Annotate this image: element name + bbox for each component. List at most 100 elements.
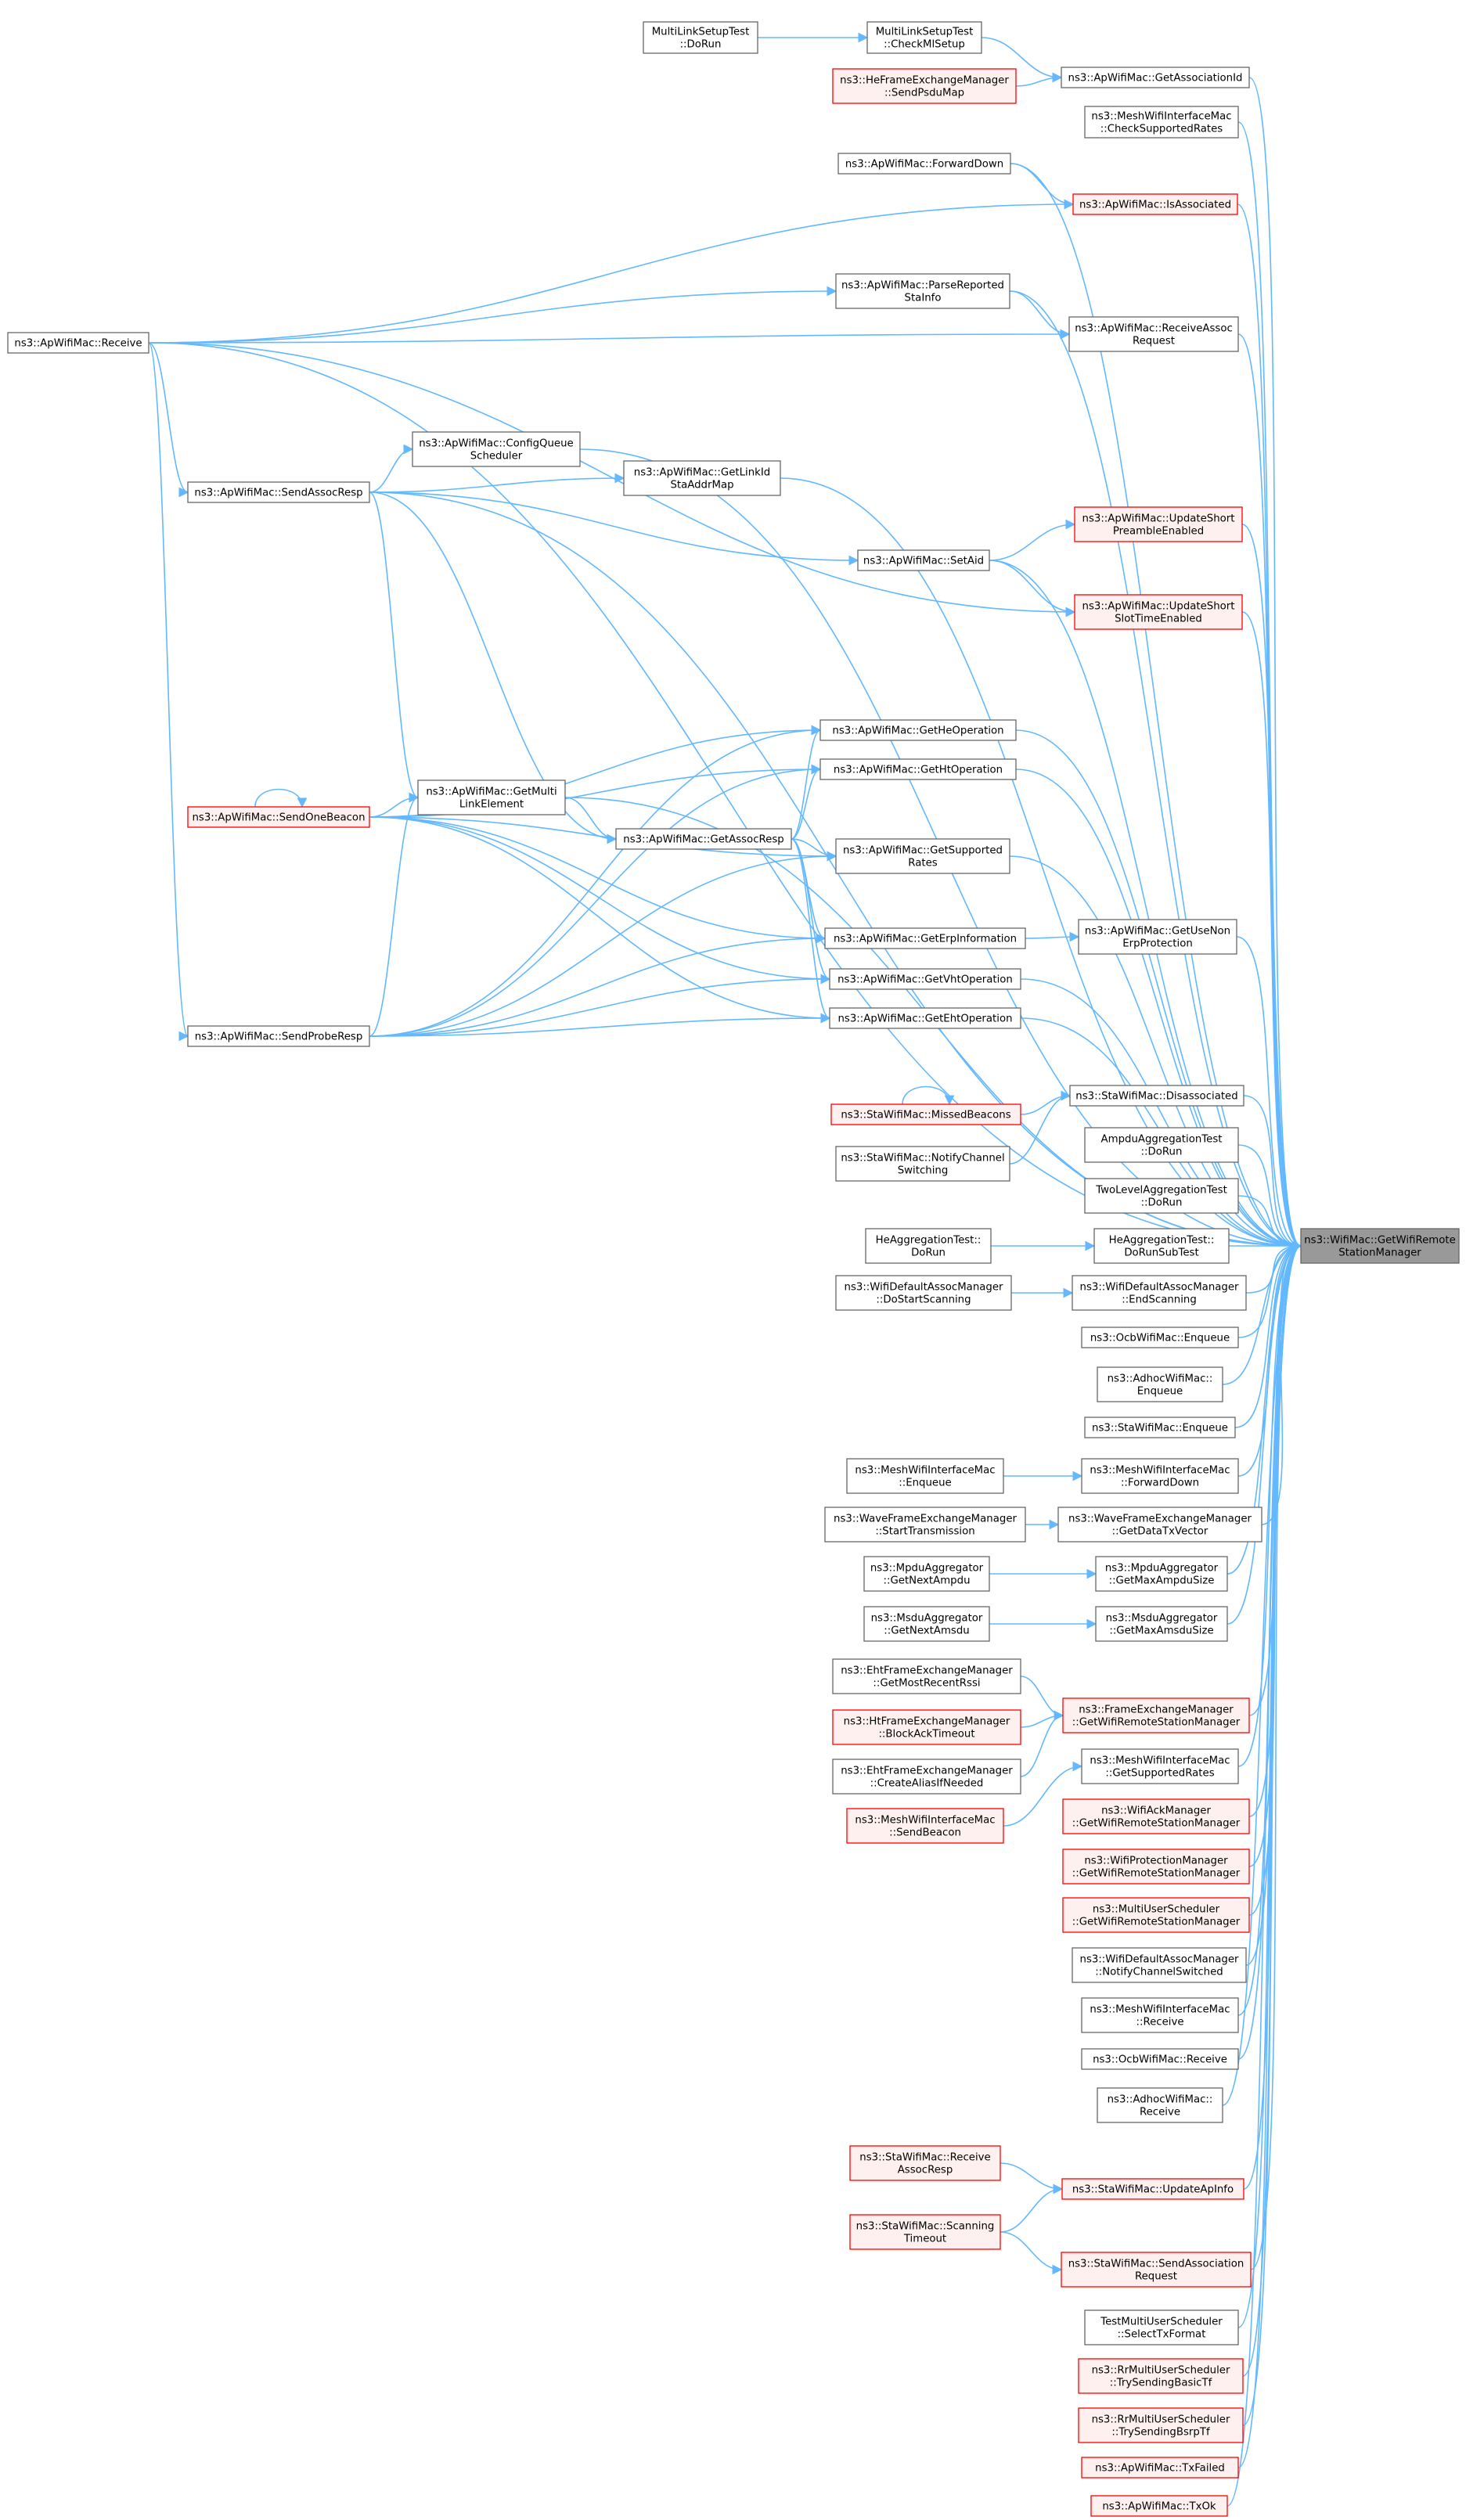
node-label: SlotTimeEnabled — [1115, 614, 1202, 625]
node-ap-getehtoperation[interactable]: ns3::ApWifiMac::GetEhtOperation — [829, 1007, 1021, 1029]
node-eht-createalias[interactable]: ns3::EhtFrameExchangeManager::CreateAlia… — [832, 1759, 1021, 1795]
node-label: ::GetMaxAmsduSize — [1109, 1625, 1213, 1637]
node-ocb-enqueue[interactable]: ns3::OcbWifiMac::Enqueue — [1081, 1327, 1239, 1348]
edge-ap_sendonebeacon-to-ap_geterpinfo — [369, 816, 827, 944]
node-ap-txok[interactable]: ns3::ApWifiMac::TxOk — [1090, 2495, 1228, 2517]
node-box — [837, 153, 1011, 175]
node-heagg-dorun[interactable]: HeAggregationTest::DoRun — [865, 1228, 992, 1264]
node-label: ns3::ApWifiMac::SendProbeResp — [195, 1031, 363, 1043]
node-msdu-getnext[interactable]: ns3::MsduAggregator::GetNextAmsdu — [863, 1606, 990, 1642]
edge-mesh_sendbeacon-to-mesh_getsupportedrates — [1003, 1761, 1083, 1827]
edge-sta_missedbeacons-to-sta_disassociated — [1020, 1090, 1072, 1115]
node-box — [1057, 1507, 1262, 1543]
node-sta-disassociated[interactable]: ns3::StaWifiMac::Disassociated — [1069, 1085, 1244, 1107]
node-twolevel-dorun[interactable]: TwoLevelAggregationTest::DoRun — [1084, 1178, 1239, 1214]
node-he-sendpsdumap[interactable]: ns3::HeFrameExchangeManager::SendPsduMap — [832, 68, 1017, 104]
node-fem-getwrsm[interactable]: ns3::FrameExchangeManager::GetWifiRemote… — [1062, 1697, 1250, 1733]
node-mesh-forwarddown[interactable]: ns3::MeshWifiInterfaceMac::ForwardDown — [1081, 1458, 1239, 1494]
node-mesh-enqueue[interactable]: ns3::MeshWifiInterfaceMac::Enqueue — [846, 1458, 1004, 1494]
node-label: Scheduler — [470, 451, 523, 463]
node-mpdu-getmax[interactable]: ns3::MpduAggregator::GetMaxAmpduSize — [1095, 1556, 1228, 1592]
node-rr-trysendingbasic[interactable]: ns3::RrMultiUserScheduler::TrySendingBas… — [1078, 2358, 1244, 2394]
edge-eht_createalias-to-fem_getwrsm — [1020, 1710, 1064, 1777]
node-ap-getassocresp[interactable]: ns3::ApWifiMac::GetAssocResp — [615, 828, 792, 850]
node-mpdu-getnext[interactable]: ns3::MpduAggregator::GetNextAmpdu — [863, 1556, 990, 1592]
node-mesh-receive[interactable]: ns3::MeshWifiInterfaceMac::Receive — [1081, 1997, 1239, 2033]
node-mesh-getsupportedrates[interactable]: ns3::MeshWifiInterfaceMac::GetSupportedR… — [1081, 1748, 1239, 1784]
node-adhoc-enqueue[interactable]: ns3::AdhocWifiMac::Enqueue — [1097, 1366, 1223, 1402]
node-wdam-endscanning[interactable]: ns3::WifiDefaultAssocManager::EndScannin… — [1072, 1275, 1247, 1311]
node-label: ns3::WaveFrameExchangeManager — [1068, 1514, 1252, 1525]
node-box — [830, 1103, 1021, 1125]
node-ack-getwrsm[interactable]: ns3::WifiAckManager::GetWifiRemoteStatio… — [1062, 1798, 1250, 1834]
node-sta-updateapinfo[interactable]: ns3::StaWifiMac::UpdateApInfo — [1061, 2178, 1244, 2200]
node-ap-getassociationid[interactable]: ns3::ApWifiMac::GetAssociationId — [1061, 67, 1250, 88]
node-root[interactable]: ns3::WifiMac::GetWifiRemoteStationManage… — [1300, 1228, 1460, 1264]
node-box — [1095, 1606, 1228, 1642]
node-rr-trysendingbsrp[interactable]: ns3::RrMultiUserScheduler::TrySendingBsr… — [1078, 2407, 1244, 2443]
node-label: ns3::StaWifiMac::UpdateApInfo — [1072, 2184, 1234, 2196]
node-ap-updateshortslot[interactable]: ns3::ApWifiMac::UpdateShortSlotTimeEnabl… — [1074, 594, 1243, 630]
node-box — [615, 828, 792, 850]
node-box — [1061, 2252, 1252, 2288]
node-ap-sendonebeacon[interactable]: ns3::ApWifiMac::SendOneBeacon — [187, 806, 370, 828]
node-multilink-dorun[interactable]: MultiLinkSetupTest::DoRun — [643, 21, 758, 54]
node-label: HeAggregationTest:: — [1109, 1235, 1215, 1247]
node-wave-getdatatx[interactable]: ns3::WaveFrameExchangeManager::GetDataTx… — [1057, 1507, 1262, 1543]
node-wave-starttx[interactable]: ns3::WaveFrameExchangeManager::StartTran… — [824, 1507, 1026, 1543]
node-box — [1084, 1178, 1239, 1214]
node-ap-isassociated[interactable]: ns3::ApWifiMac::IsAssociated — [1072, 193, 1238, 215]
node-label: ::DoRun — [1141, 1197, 1183, 1209]
node-ap-getheoperation[interactable]: ns3::ApWifiMac::GetHeOperation — [819, 719, 1017, 741]
node-sta-enqueue[interactable]: ns3::StaWifiMac::Enqueue — [1084, 1417, 1236, 1438]
node-multilink-checkml[interactable]: MultiLinkSetupTest::CheckMlSetup — [866, 21, 982, 54]
node-ap-receive[interactable]: ns3::ApWifiMac::Receive — [7, 332, 149, 354]
node-ampdu-dorun[interactable]: AmpduAggregationTest::DoRun — [1084, 1127, 1239, 1163]
node-prot-getwrsm[interactable]: ns3::WifiProtectionManager::GetWifiRemot… — [1062, 1849, 1250, 1885]
edge-ap_geterpinfo-to-ap_getusenonerp — [1025, 931, 1080, 942]
node-ap-txfailed[interactable]: ns3::ApWifiMac::TxFailed — [1081, 2457, 1239, 2479]
edge-eht_getmostrecentrssi-to-fem_getwrsm — [1020, 1676, 1064, 1721]
node-ht-blockacktimeout[interactable]: ns3::HtFrameExchangeManager::BlockAckTim… — [832, 1709, 1021, 1745]
node-ap-sendproberesp[interactable]: ns3::ApWifiMac::SendProbeResp — [187, 1025, 370, 1047]
node-eht-getmostrecentrssi[interactable]: ns3::EhtFrameExchangeManager::GetMostRec… — [832, 1658, 1021, 1694]
node-box — [832, 1658, 1021, 1694]
node-label: ns3::WaveFrameExchangeManager — [834, 1514, 1017, 1525]
node-ap-sendassocresp[interactable]: ns3::ApWifiMac::SendAssocResp — [187, 481, 370, 503]
node-mus-getwrsm[interactable]: ns3::MultiUserScheduler::GetWifiRemoteSt… — [1062, 1897, 1250, 1933]
node-label: ns3::ApWifiMac::TxFailed — [1095, 2463, 1225, 2475]
node-box — [1062, 1849, 1250, 1885]
node-ap-getsupportedrates[interactable]: ns3::ApWifiMac::GetSupportedRates — [835, 838, 1010, 874]
node-ap-setaid[interactable]: ns3::ApWifiMac::SetAid — [857, 549, 990, 571]
node-ap-gethtoperation[interactable]: ns3::ApWifiMac::GetHtOperation — [819, 758, 1017, 780]
node-wdam-notifychannel[interactable]: ns3::WifiDefaultAssocManager::NotifyChan… — [1072, 1947, 1247, 1983]
node-sta-missedbeacons[interactable]: ns3::StaWifiMac::MissedBeacons — [830, 1103, 1021, 1125]
node-mesh-checksupportedrates[interactable]: ns3::MeshWifiInterfaceMac::CheckSupporte… — [1084, 106, 1239, 139]
node-mesh-sendbeacon[interactable]: ns3::MeshWifiInterfaceMac::SendBeacon — [846, 1808, 1004, 1844]
node-ap-updateshortpreamble[interactable]: ns3::ApWifiMac::UpdateShortPreambleEnabl… — [1074, 506, 1243, 542]
node-box — [1084, 1127, 1239, 1163]
node-ap-geterpinfo[interactable]: ns3::ApWifiMac::GetErpInformation — [824, 927, 1026, 949]
node-wdam-dostartscanning[interactable]: ns3::WifiDefaultAssocManager::DoStartSca… — [835, 1275, 1012, 1311]
node-ocb-receive[interactable]: ns3::OcbWifiMac::Receive — [1081, 2048, 1239, 2070]
edge-ap_setaid-to-ap_updateshortslot — [989, 560, 1076, 617]
node-box — [187, 481, 370, 503]
node-label: ns3::ApWifiMac::GetEhtOperation — [837, 1013, 1012, 1025]
node-ap-forwarddown[interactable]: ns3::ApWifiMac::ForwardDown — [837, 153, 1011, 175]
node-testmus-selecttx[interactable]: TestMultiUserScheduler::SelectTxFormat — [1084, 2309, 1239, 2345]
node-heagg-dorunsub[interactable]: HeAggregationTest::DoRunSubTest — [1093, 1228, 1230, 1264]
node-adhoc-receive[interactable]: ns3::AdhocWifiMac::Receive — [1097, 2087, 1223, 2123]
node-label: DoRun — [911, 1247, 946, 1259]
node-msdu-getmax[interactable]: ns3::MsduAggregator::GetMaxAmsduSize — [1095, 1606, 1228, 1642]
node-ap-getvhtoperation[interactable]: ns3::ApWifiMac::GetVhtOperation — [829, 968, 1021, 990]
